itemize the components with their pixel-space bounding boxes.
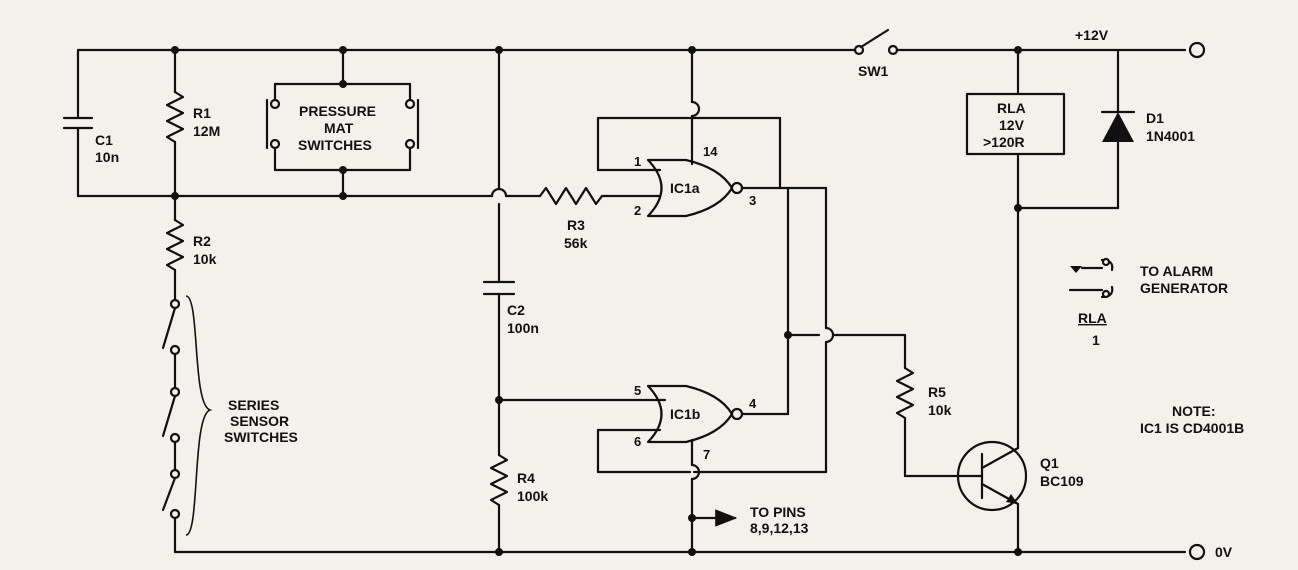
timing-network-wire [482, 48, 667, 554]
latch-feedback-wires [778, 186, 907, 474]
series-sensor-switches [161, 295, 213, 554]
to-alarm-label-1: TO ALARM [1140, 263, 1213, 279]
c2-value: 100n [507, 320, 539, 336]
pressure-mat-label-1: PRESSURE [299, 103, 376, 119]
r4-ref: R4 [517, 470, 535, 486]
supply-ground-label: 0V [1215, 544, 1233, 560]
ic1a-pin-2: 2 [634, 203, 641, 218]
capacitor-c1 [62, 48, 94, 198]
nor-gate-ic1a [596, 48, 782, 218]
c2-ref: C2 [507, 302, 525, 318]
diode-d1 [1100, 48, 1136, 210]
r3-ref: R3 [567, 217, 585, 233]
ic1b-pin-4: 4 [749, 396, 757, 411]
to-pins-label-2: 8,9,12,13 [750, 520, 809, 536]
r2-ref: R2 [193, 233, 211, 249]
d1-ref: D1 [1146, 110, 1164, 126]
sw1-ref: SW1 [858, 63, 889, 79]
transistor-q1 [956, 200, 1028, 554]
rla-resistance: >120R [983, 134, 1025, 150]
switch-sw1 [853, 28, 899, 56]
r1-value: 12M [193, 123, 220, 139]
r1-ref: R1 [193, 105, 211, 121]
relay-coil-rla [965, 48, 1120, 210]
junction-dots [171, 46, 1022, 556]
resistor-r2 [165, 194, 185, 302]
pressure-mat-label-3: SWITCHES [298, 137, 372, 153]
rla-voltage: 12V [999, 117, 1025, 133]
rla-ref: RLA [997, 100, 1026, 116]
trigger-node-wire [76, 187, 542, 198]
ic1b-pin-5: 5 [634, 383, 641, 398]
relay-contacts-rla1 [1068, 257, 1114, 299]
positive-terminal [1188, 41, 1206, 59]
pressure-mat-label-2: MAT [324, 120, 354, 136]
ic1b-pin-7: 7 [703, 447, 710, 462]
ic1b-label: IC1b [670, 406, 700, 422]
supply-positive-label: +12V [1075, 27, 1109, 43]
series-sensor-label-2: SENSOR [230, 413, 289, 429]
series-sensor-label-1: SERIES [228, 397, 279, 413]
ic1a-pin-14: 14 [703, 144, 718, 159]
q1-ref: Q1 [1040, 455, 1059, 471]
note-label-2: IC1 IS CD4001B [1140, 420, 1244, 436]
r2-value: 10k [193, 251, 217, 267]
nor-gate-ic1b [596, 384, 828, 554]
to-alarm-label-2: GENERATOR [1140, 280, 1228, 296]
r3-value: 56k [564, 235, 588, 251]
r4-value: 100k [517, 488, 548, 504]
ic1a-label: IC1a [670, 180, 700, 196]
c1-ref: C1 [95, 132, 113, 148]
resistor-r5 [895, 333, 984, 478]
c1-value: 10n [95, 149, 119, 165]
relay-contacts-ref: RLA [1078, 310, 1107, 326]
relay-contacts-number: 1 [1092, 332, 1100, 348]
to-pins-label-1: TO PINS [750, 504, 806, 520]
d1-value: 1N4001 [1146, 128, 1195, 144]
series-sensor-label-3: SWITCHES [224, 429, 298, 445]
r5-value: 10k [928, 402, 952, 418]
resistor-r3 [538, 186, 662, 206]
note-label-1: NOTE: [1172, 403, 1216, 419]
resistor-r1 [165, 48, 185, 198]
ic1b-pin-6: 6 [634, 434, 641, 449]
ground-terminal [1188, 543, 1206, 561]
q1-value: BC109 [1040, 473, 1084, 489]
ic1a-pin-1: 1 [634, 154, 641, 169]
r5-ref: R5 [928, 384, 946, 400]
ic1a-pin-3: 3 [749, 193, 756, 208]
